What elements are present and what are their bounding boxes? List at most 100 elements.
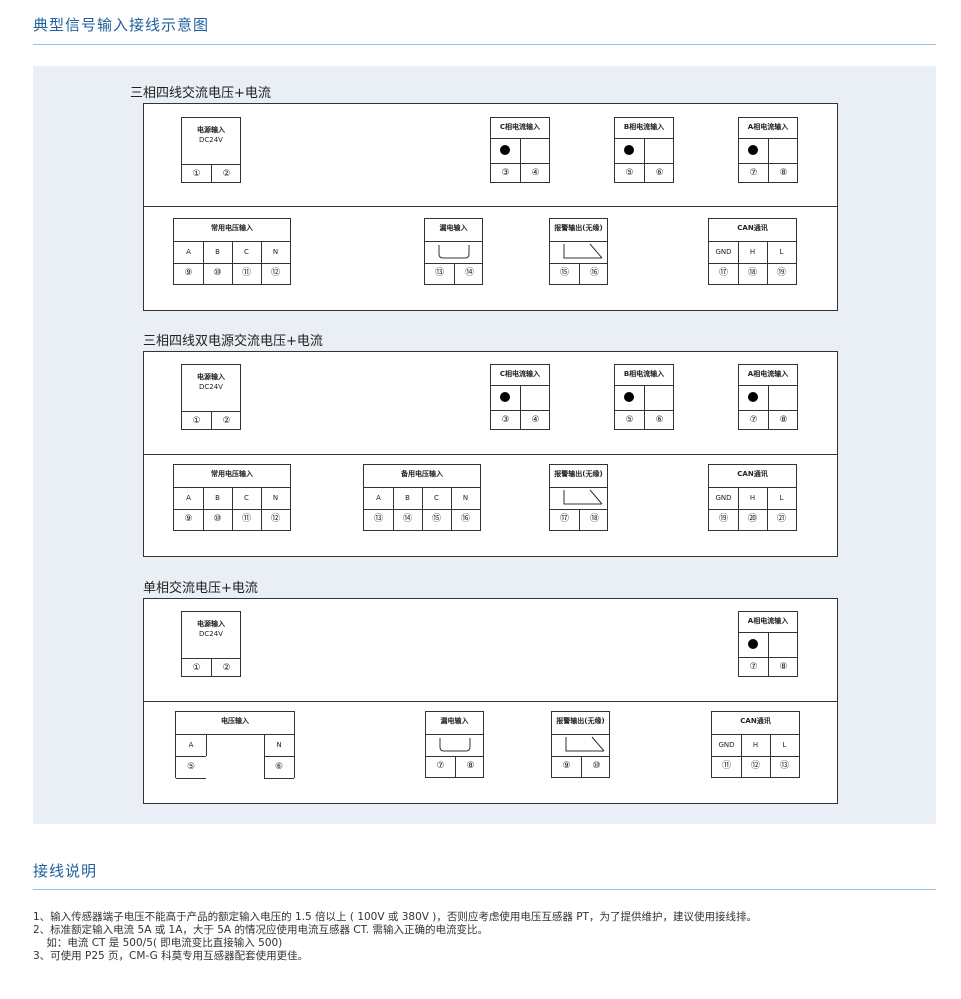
terminal: ⑧ [779, 662, 788, 672]
terminal: ⑦ [749, 168, 758, 178]
power-input-block: 电源输入 DC24V ① ② [181, 611, 241, 677]
block-title: 报警输出(无缘) [554, 224, 603, 232]
voltage-input-block: 电压输入 A N ⑤ ⑥ [175, 711, 295, 779]
terminal: ⑩ [592, 761, 601, 771]
block-title: 备用电压输入 [401, 470, 443, 478]
terminal: ⑪ [721, 761, 731, 771]
relay-switch-icon [563, 489, 603, 505]
terminal: ⑬ [434, 268, 444, 278]
backup-voltage-input-block: 备用电压输入 A B C N ⑬ ⑭ ⑮ ⑯ [363, 464, 481, 531]
terminal-label: C [434, 494, 439, 502]
terminal: ② [222, 663, 231, 673]
terminal-label: B [215, 494, 220, 502]
leakage-coil-icon [438, 245, 470, 259]
group-title: 单相交流电压+电流 [143, 581, 258, 596]
relay-switch-icon [565, 736, 605, 752]
terminal-label: A [186, 494, 191, 502]
current-input-block: A相电流输入 ⑦ ⑧ [738, 117, 798, 183]
alarm-output-block: 报警输出(无缘) ⑨ ⑩ [551, 711, 610, 778]
terminal: ⑭ [464, 268, 474, 278]
terminal-label: N [276, 741, 282, 749]
terminal-label: N [272, 248, 279, 256]
block-title: 常用电压输入 [211, 224, 253, 232]
terminal: ⑫ [750, 761, 760, 771]
block-title: 电源输入 [197, 373, 225, 381]
terminal-label: A [188, 741, 194, 749]
page-title: 典型信号输入接线示意图 [33, 16, 210, 34]
voltage-input-block: 常用电压输入 A B C N ⑨ ⑩ ⑪ ⑫ [173, 464, 291, 531]
terminal: ⑫ [270, 268, 280, 278]
terminal: ⑨ [184, 514, 193, 524]
block-title: CAN通讯 [740, 717, 771, 725]
block-title: A相电流输入 [747, 123, 789, 131]
current-input-block: B相电流输入 ⑤ ⑥ [614, 117, 674, 183]
block-title: B相电流输入 [623, 370, 665, 378]
terminal: ⑰ [718, 268, 728, 278]
block-title: C相电流输入 [499, 123, 541, 131]
terminal: ⑦ [436, 761, 445, 771]
terminal: ⑧ [466, 761, 475, 771]
notes-list: 1、输入传感器端子电压不能高于产品的额定输入电压的 1.5 倍以上 ( 100V… [33, 911, 757, 963]
terminal: ② [222, 169, 231, 179]
terminal: ⑤ [186, 762, 196, 772]
terminal-label: H [749, 248, 756, 256]
block-title: B相电流输入 [623, 123, 665, 131]
terminal-label: C [244, 494, 249, 502]
note-item: 2、标准额定输入电流 5A 或 1A，大于 5A 的情况应使用电流互感器 CT.… [33, 924, 488, 936]
terminal: ⑳ [747, 514, 757, 524]
terminal: ⑧ [779, 168, 788, 178]
block-title: A相电流输入 [747, 370, 789, 378]
power-input-block: 电源输入 DC24V ① ② [181, 117, 241, 183]
notes-rule [33, 889, 936, 890]
terminal-label: H [749, 494, 756, 502]
terminal: ⑲ [776, 268, 786, 278]
terminal: ① [192, 169, 201, 179]
block-title: 电源输入 [197, 620, 225, 628]
current-input-block: B相电流输入 ⑤ ⑥ [614, 364, 674, 430]
terminal: ⑥ [655, 415, 664, 425]
board-divider [144, 454, 837, 455]
terminal: ⑭ [402, 514, 412, 524]
terminal: ⑤ [625, 415, 634, 425]
leakage-coil-icon [439, 738, 471, 752]
title-rule [33, 44, 936, 45]
block-subtitle: DC24V [199, 136, 223, 144]
terminal: ⑲ [718, 514, 728, 524]
terminal: ⑮ [559, 268, 569, 278]
alarm-output-block: 报警输出(无缘) ⑮ ⑯ [549, 218, 608, 285]
leakage-input-block: 漏电输入 ⑬ ⑭ [424, 218, 483, 285]
voltage-block-gap [206, 756, 263, 779]
board-divider [144, 701, 837, 702]
block-subtitle: DC24V [199, 630, 223, 638]
can-comm-block: CAN通讯 GND H L ⑪ ⑫ ⑬ [711, 711, 800, 778]
terminal-label: GND [718, 741, 735, 749]
block-title: 电压输入 [221, 717, 249, 725]
polarity-dot [500, 145, 510, 155]
current-input-block: C相电流输入 ③ ④ [490, 364, 550, 430]
terminal-label: C [244, 248, 249, 256]
polarity-dot [748, 145, 758, 155]
power-input-block: 电源输入 DC24V ① ② [181, 364, 241, 430]
note-item: 1、输入传感器端子电压不能高于产品的额定输入电压的 1.5 倍以上 ( 100V… [33, 911, 757, 923]
terminal: ⑨ [562, 761, 571, 771]
terminal: ⑦ [749, 662, 758, 672]
can-comm-block: CAN通讯 GND H L ⑲ ⑳ ㉑ [708, 464, 797, 531]
terminal: ⑱ [747, 268, 757, 278]
board-divider [144, 206, 837, 207]
terminal: ① [192, 663, 201, 673]
terminal: ③ [501, 415, 510, 425]
terminal: ④ [531, 168, 540, 178]
group-title: 三相四线双电源交流电压+电流 [143, 334, 323, 349]
terminal: ⑩ [213, 514, 222, 524]
terminal: ⑩ [213, 268, 222, 278]
block-title: CAN通讯 [737, 224, 768, 232]
block-title: C相电流输入 [499, 370, 541, 378]
note-item: 如：电流 CT 是 500/5( 即电流变比直接输入 500) [33, 937, 283, 949]
terminal-label: L [779, 248, 784, 256]
polarity-dot [624, 392, 634, 402]
terminal: ⑥ [655, 168, 664, 178]
terminal: ⑥ [274, 762, 284, 772]
terminal-label: N [462, 494, 469, 502]
terminal: ⑪ [241, 268, 251, 278]
polarity-dot [500, 392, 510, 402]
